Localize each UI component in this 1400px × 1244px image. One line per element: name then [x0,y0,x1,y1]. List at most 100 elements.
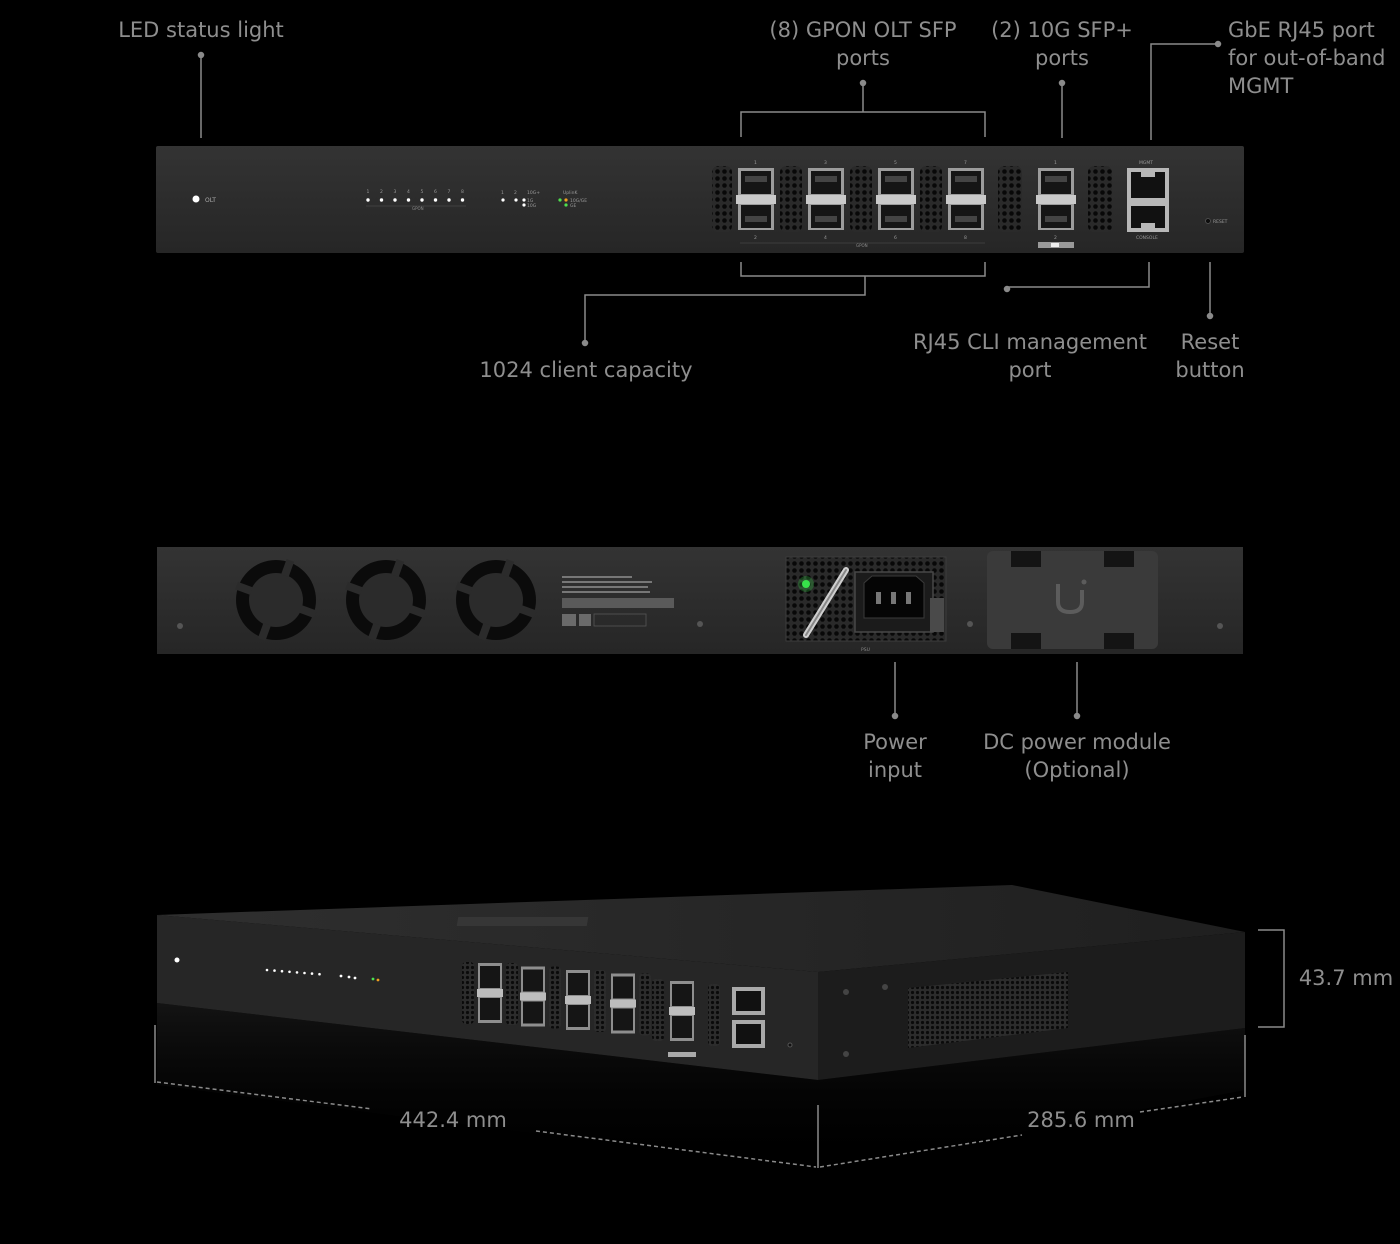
isometric-view [157,885,1245,1170]
callout-gpon-line2: ports [836,46,890,70]
callout-gpon-line1: (8) GPON OLT SFP [769,18,957,42]
side-vent [908,972,1068,1048]
sfp-cage: 56 [876,160,916,241]
uplink-label-10g: 10G/GE [570,198,587,204]
port-led [379,198,384,202]
iso-port-led [303,971,306,975]
iso-port-led [265,968,269,972]
iso-port-led [288,970,291,974]
callout-sfp-plus-line1: (2) 10G SFP+ [991,18,1133,42]
iso-vent [506,963,518,1025]
width-dim-line-right [535,1130,817,1168]
console-label: CONSOLE [1136,235,1158,241]
mgmt-rj45-port [1127,168,1169,202]
regulatory-label [562,576,674,627]
dimension-width: 442.4 mm [388,1106,518,1134]
iso-sfp-cage [520,966,546,1027]
iso-port-led [295,971,299,974]
led-number: 8 [461,189,464,195]
device-top-face [157,885,1245,972]
iso-sfp-cage [669,981,695,1041]
callout-reset: Reset button [1160,328,1260,384]
iso-vent [594,970,606,1032]
speed-label-4: 1G [527,198,534,204]
sfp-number-top: 7 [964,160,967,166]
dimension-height: 43.7 mm [1296,964,1396,992]
iso-vent [639,973,651,1036]
callout-cli-line1: RJ45 CLI management [912,330,1148,354]
depth-dim-line-right [1139,1096,1244,1113]
callout-mgmt-port: GbE RJ45 port for out-of-band MGMT [1228,16,1398,100]
callout-cli-port: RJ45 CLI management port [898,328,1162,384]
vent-strip [712,166,732,232]
port-led [393,198,397,202]
iso-sfp-group [462,962,720,1046]
speed-label-1: 1 [501,190,504,196]
led-number: 7 [448,189,451,195]
rear-view: PSU [157,547,1243,654]
iso-sfp-cage [565,970,591,1030]
front-chassis [156,146,1244,253]
brand-logo-icon [1056,584,1084,615]
iso-vent [462,962,474,1024]
led-number: 4 [407,189,410,195]
callout-mgmt-line3: MGMT [1228,74,1294,98]
led-number: 6 [434,189,437,195]
sfp-number-top: 3 [824,160,827,166]
fan-icon [345,559,427,641]
vent-strip [998,166,1022,232]
iso-port-led [318,972,321,976]
callout-reset-line2: button [1175,358,1245,382]
mgmt-label: MGMT [1139,160,1153,166]
speed-label-3: 10G+ [527,190,540,196]
sfp-number-bottom: 6 [894,235,897,241]
callout-dc-module: DC power module (Optional) [967,728,1187,784]
port-led [433,198,438,202]
callout-sfp-plus: (2) 10G SFP+ ports [982,16,1142,72]
iso-port-led [280,969,284,973]
sfp-number-bottom: 4 [824,235,827,241]
height-bracket [1258,929,1285,1028]
psu-module: PSU [785,556,947,653]
iso-port-led [310,972,314,975]
sfp-cage: 78 [946,160,986,241]
leader-lines [197,40,1222,720]
iso-sfp-cage [477,963,503,1023]
iso-olt-led [174,957,180,963]
psu-label: PSU [861,647,870,653]
depth-dim-line-left [819,1134,1023,1168]
callout-gpon-ports: (8) GPON OLT SFP ports [752,16,974,72]
sfp-number-top: 1 [1054,160,1057,166]
reset-pinhole [1205,218,1211,224]
console-rj45-port [1127,202,1169,232]
width-dim-line-left [156,1081,373,1110]
port-led [420,198,424,202]
port-led [460,198,465,202]
callout-reset-line1: Reset [1180,330,1240,354]
fan-icon [235,559,317,641]
port-led [366,198,370,202]
callout-power-line2: input [867,758,923,782]
vent-strip [1088,166,1112,232]
gpon-port-caption: GPON [856,243,868,248]
sfp-number-bottom: 2 [1054,235,1057,241]
callout-capacity-text: 1024 client capacity [479,358,693,382]
callout-power-input: Power input [845,728,945,784]
sfp-number-bottom: 2 [754,235,757,241]
uplink-led-group: UplinK 10G/GE GE [558,190,587,209]
port-led [406,198,411,202]
gpon-led-caption: GPON [412,206,424,211]
uplink-label: UplinK [563,190,579,196]
speed-led-group: 1 2 10G+ 1G 10G [501,190,540,209]
iso-sfp-cage [610,973,636,1034]
dimension-depth: 285.6 mm [1016,1106,1146,1134]
callout-mgmt-line1: GbE RJ45 port [1228,18,1375,42]
callout-dc-line1: DC power module [983,730,1171,754]
device-reflection [157,1003,818,1170]
dimension-lines [154,929,1285,1168]
olt-label: OLT [205,197,216,204]
